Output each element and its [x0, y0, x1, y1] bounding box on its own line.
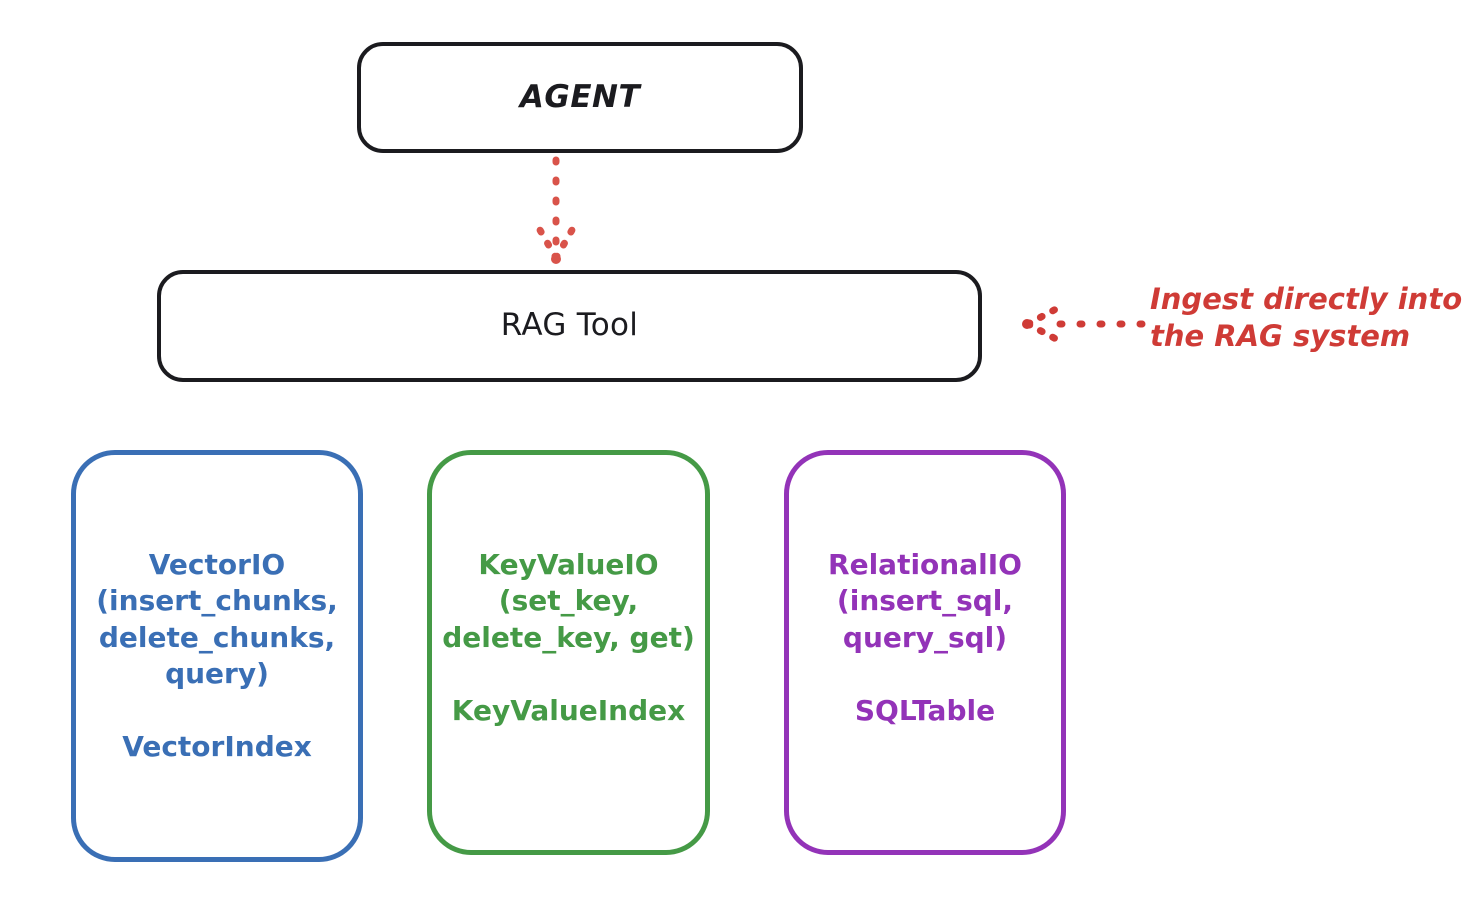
arrow-head-right: [552, 226, 576, 262]
node-vectorio-label: VectorIO (insert_chunks, delete_chunks, …: [96, 548, 338, 763]
node-rag-tool[interactable]: RAG Tool: [157, 270, 982, 382]
node-relationalio[interactable]: RelationalIO (insert_sql, query_sql) SQL…: [784, 450, 1066, 855]
node-relationalio-label: RelationalIO (insert_sql, query_sql) SQL…: [828, 548, 1022, 727]
node-vectorio[interactable]: VectorIO (insert_chunks, delete_chunks, …: [71, 450, 363, 862]
node-agent[interactable]: AGENT: [357, 42, 803, 153]
annotation-ingest-label: Ingest directly into the RAG system: [1150, 282, 1463, 354]
edge-agent-to-rag-tool: [536, 156, 576, 264]
arrow-tip: [1022, 319, 1032, 329]
arrow-tip: [551, 254, 561, 264]
node-keyvalueio[interactable]: KeyValueIO (set_key, delete_key, get) Ke…: [427, 450, 710, 855]
arrow-head-top: [1024, 305, 1060, 328]
node-agent-label: AGENT: [519, 78, 641, 115]
node-keyvalueio-label: KeyValueIO (set_key, delete_key, get) Ke…: [442, 548, 695, 727]
node-rag-tool-label: RAG Tool: [500, 307, 639, 344]
edge-ingest-into-rag-tool: [1022, 305, 1146, 343]
arrow-head-bottom: [1024, 320, 1060, 343]
arrow-head-left: [536, 226, 560, 262]
